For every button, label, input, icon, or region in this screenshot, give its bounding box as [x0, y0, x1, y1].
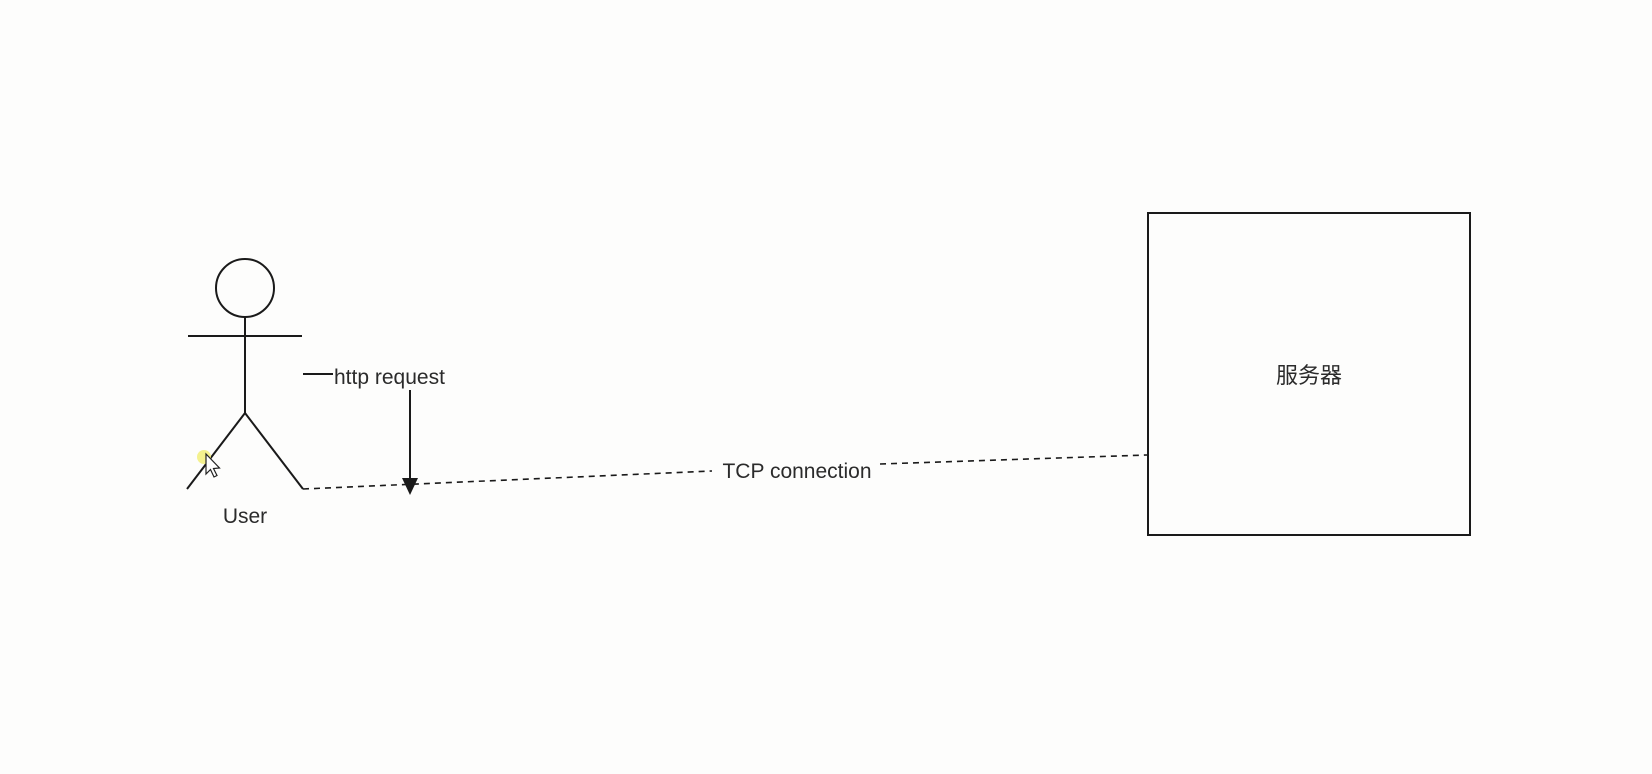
arrow-down-icon [402, 478, 418, 495]
server-box [1147, 212, 1471, 536]
mouse-cursor [197, 450, 221, 478]
actor-label: User [223, 505, 267, 528]
server-node[interactable]: 服务器 [1147, 212, 1471, 536]
cursor-arrow-icon [205, 452, 221, 478]
actor-left-leg [186, 412, 246, 490]
server-label: 服务器 [1276, 363, 1342, 388]
tcp-connection-line-right [879, 454, 1148, 465]
actor-right-leg [244, 412, 304, 490]
tcp-connection-label: TCP connection [722, 460, 871, 483]
tcp-connection-line-left [302, 470, 713, 490]
user-actor[interactable] [186, 258, 304, 490]
http-request-edge[interactable]: http request [303, 366, 445, 495]
http-request-label: http request [334, 366, 445, 389]
tcp-connection-edge[interactable]: TCP connection [302, 454, 1148, 490]
actor-head [215, 258, 275, 318]
